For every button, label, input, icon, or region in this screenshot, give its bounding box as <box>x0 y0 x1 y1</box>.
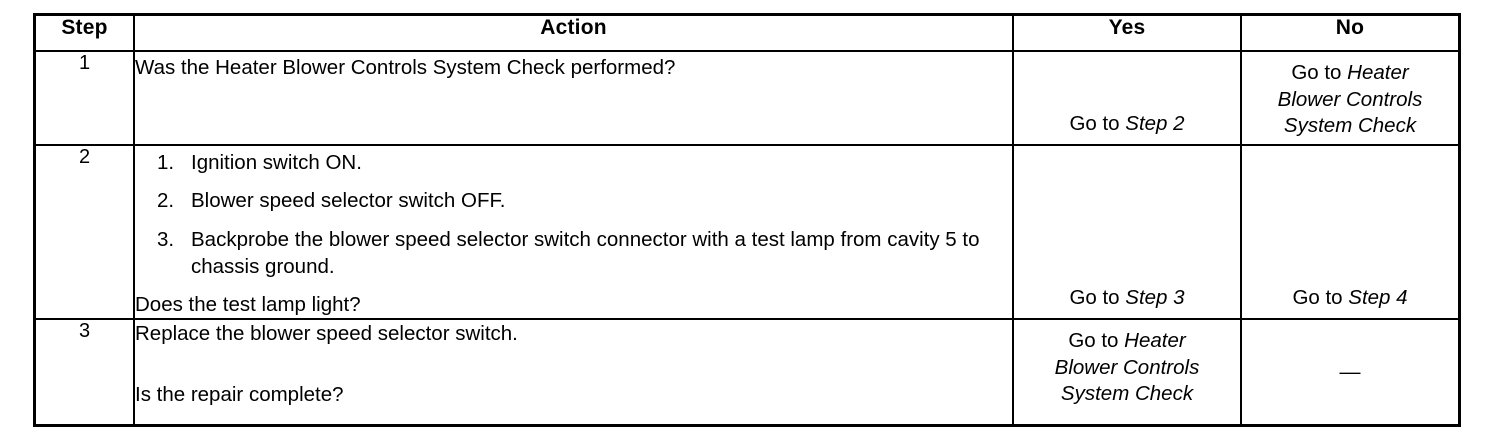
column-header-step: Step <box>34 14 135 52</box>
action-cell: Was the Heater Blower Controls System Ch… <box>133 50 1014 146</box>
yes-answer-cell: Go to Heater Blower Controls System Chec… <box>1012 318 1242 427</box>
goto-target-line-3: System Check <box>1060 382 1194 406</box>
action-cell: 1. Ignition switch ON. 2. Blower speed s… <box>133 143 1014 321</box>
column-header-action: Action <box>133 14 1014 52</box>
action-question: Is the repair complete? <box>135 383 344 407</box>
goto-target-line-1: Heater <box>1347 61 1409 84</box>
goto-target: Step 3 <box>1125 286 1185 310</box>
yes-answer-text: Go to Step 2 <box>1014 111 1240 138</box>
yes-answer-text: Go to Step 3 <box>1014 285 1240 312</box>
list-item: 2. Blower speed selector switch OFF. <box>135 187 1012 214</box>
diagnostic-table: Step Action Yes No 1 Was the Heater Blow… <box>33 12 1461 428</box>
goto-target-line-3: System Check <box>1283 114 1417 138</box>
list-item-number: 1. <box>157 151 175 174</box>
table-row: 1 Was the Heater Blower Controls System … <box>34 50 1460 146</box>
step-number-cell: 1 <box>34 50 135 146</box>
action-step-list: 1. Ignition switch ON. 2. Blower speed s… <box>135 149 1012 280</box>
goto-prefix: Go to <box>1069 112 1126 136</box>
goto-target: Step 2 <box>1125 112 1185 136</box>
goto-target-line-2: Blower Controls <box>1277 87 1423 111</box>
table-row: 2 1. Ignition switch ON. 2. Blower speed… <box>34 143 1460 321</box>
list-item: 3. Backprobe the blower speed selector s… <box>135 226 1012 281</box>
list-item-text: Backprobe the blower speed selector swit… <box>191 227 980 278</box>
goto-target: Step 4 <box>1348 286 1408 310</box>
yes-answer-cell: Go to Step 3 <box>1012 143 1242 321</box>
list-item: 1. Ignition switch ON. <box>135 149 1012 176</box>
no-answer-cell: Go to Step 4 <box>1240 143 1460 321</box>
step-number-cell: 2 <box>34 143 135 321</box>
goto-target-line-2: Blower Controls <box>1054 355 1200 379</box>
list-item-number: 2. <box>157 189 175 213</box>
yes-answer-text: Go to Heater Blower Controls System Chec… <box>1014 328 1240 408</box>
action-question: Was the Heater Blower Controls System Ch… <box>135 56 676 79</box>
table-row: 3 Replace the blower speed selector swit… <box>34 318 1460 427</box>
no-answer-text: Go to Heater Blower Controls System Chec… <box>1242 60 1458 140</box>
column-header-no: No <box>1240 14 1460 52</box>
goto-prefix: Go to <box>1291 61 1348 84</box>
no-answer-dash: — <box>1339 360 1361 384</box>
action-statement: Replace the blower speed selector switch… <box>135 322 518 346</box>
action-cell: Replace the blower speed selector switch… <box>133 318 1014 427</box>
table-body: 1 Was the Heater Blower Controls System … <box>34 50 1460 427</box>
column-header-yes: Yes <box>1012 14 1242 52</box>
step-number-cell: 3 <box>34 318 135 427</box>
list-item-text: Blower speed selector switch OFF. <box>191 189 506 213</box>
header-row: Step Action Yes No <box>34 14 1460 52</box>
table-header: Step Action Yes No <box>34 14 1460 52</box>
action-question: Does the test lamp light? <box>135 293 361 316</box>
goto-target-line-1: Heater <box>1124 329 1186 353</box>
no-answer-cell: — <box>1240 318 1460 427</box>
list-item-number: 3. <box>157 227 175 251</box>
no-answer-cell: Go to Heater Blower Controls System Chec… <box>1240 50 1460 146</box>
goto-prefix: Go to <box>1069 286 1126 310</box>
no-answer-text: Go to Step 4 <box>1242 285 1458 312</box>
list-item-text: Ignition switch ON. <box>191 151 362 174</box>
yes-answer-cell: Go to Step 2 <box>1012 50 1242 146</box>
goto-prefix: Go to <box>1068 329 1125 353</box>
goto-prefix: Go to <box>1292 286 1349 310</box>
